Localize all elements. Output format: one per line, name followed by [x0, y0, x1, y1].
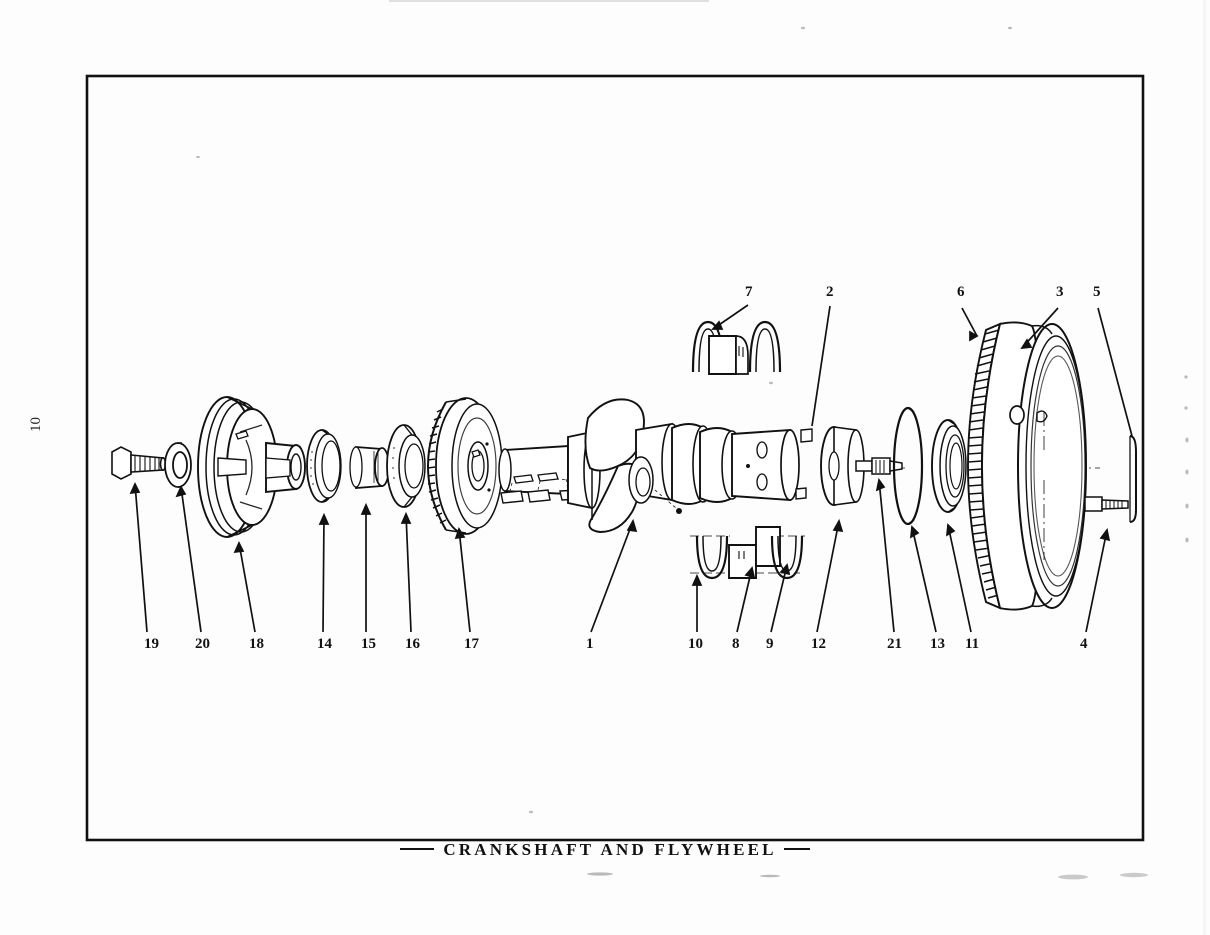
- part-16-thrust-washer: [386, 424, 426, 508]
- callout-label-3: 3: [1056, 284, 1064, 300]
- part-11-pilot-bearing: [931, 419, 967, 513]
- callout-label-5: 5: [1093, 284, 1101, 300]
- callout-label-15: 15: [361, 636, 376, 652]
- callout-label-11: 11: [965, 636, 980, 652]
- part-14-oil-seal: [306, 429, 342, 503]
- scan-artifacts: [196, 26, 1189, 880]
- part-17-timing-gear: [426, 397, 503, 535]
- callout-label-14: 14: [317, 636, 332, 652]
- callout-label-17: 17: [464, 636, 479, 652]
- callout-label-7: 7: [745, 284, 753, 300]
- part-13-retaining-ring: [892, 406, 924, 526]
- part-19-pulley-bolt: [111, 446, 167, 480]
- callout-label-18: 18: [249, 636, 264, 652]
- figure-caption: CRANKSHAFT AND FLYWHEEL: [0, 840, 1210, 860]
- part-15-spacer: [349, 446, 390, 489]
- callout-label-10: 10: [688, 636, 703, 652]
- caption-rule-left: [400, 848, 435, 851]
- callout-label-20: 20: [195, 636, 210, 652]
- callout-label-13: 13: [930, 636, 945, 652]
- callout-label-12: 12: [811, 636, 826, 652]
- part-5-bolt-lockwasher: [1129, 435, 1137, 523]
- callout-label-8: 8: [732, 636, 740, 652]
- callout-label-1: 1: [586, 636, 594, 652]
- page-number: 10: [28, 417, 44, 432]
- part-20-bolt-washer: [164, 442, 192, 488]
- part-4-flywheel-bolt: [1084, 496, 1129, 512]
- part-18-crankshaft-pulley: [197, 396, 306, 538]
- callout-leader-lines: [129, 304, 1133, 633]
- callout-label-9: 9: [766, 636, 774, 652]
- part-3-flywheel: [981, 321, 1087, 611]
- part-10-lower-bearing-shell: [695, 535, 729, 580]
- part-1-crankshaft: [498, 398, 813, 533]
- scan-edge-streak: [389, 0, 1206, 935]
- caption-rule-right: [783, 848, 810, 851]
- callout-label-6: 6: [957, 284, 965, 300]
- callout-label-4: 4: [1080, 636, 1088, 652]
- part-7-upper-bearing-shells: [691, 320, 782, 375]
- callout-label-19: 19: [144, 636, 159, 652]
- callout-label-2: 2: [826, 284, 834, 300]
- caption-text: CRANKSHAFT AND FLYWHEEL: [443, 840, 777, 859]
- callout-label-16: 16: [405, 636, 420, 652]
- callout-label-21: 21: [887, 636, 902, 652]
- diagram-frame: [85, 74, 1145, 842]
